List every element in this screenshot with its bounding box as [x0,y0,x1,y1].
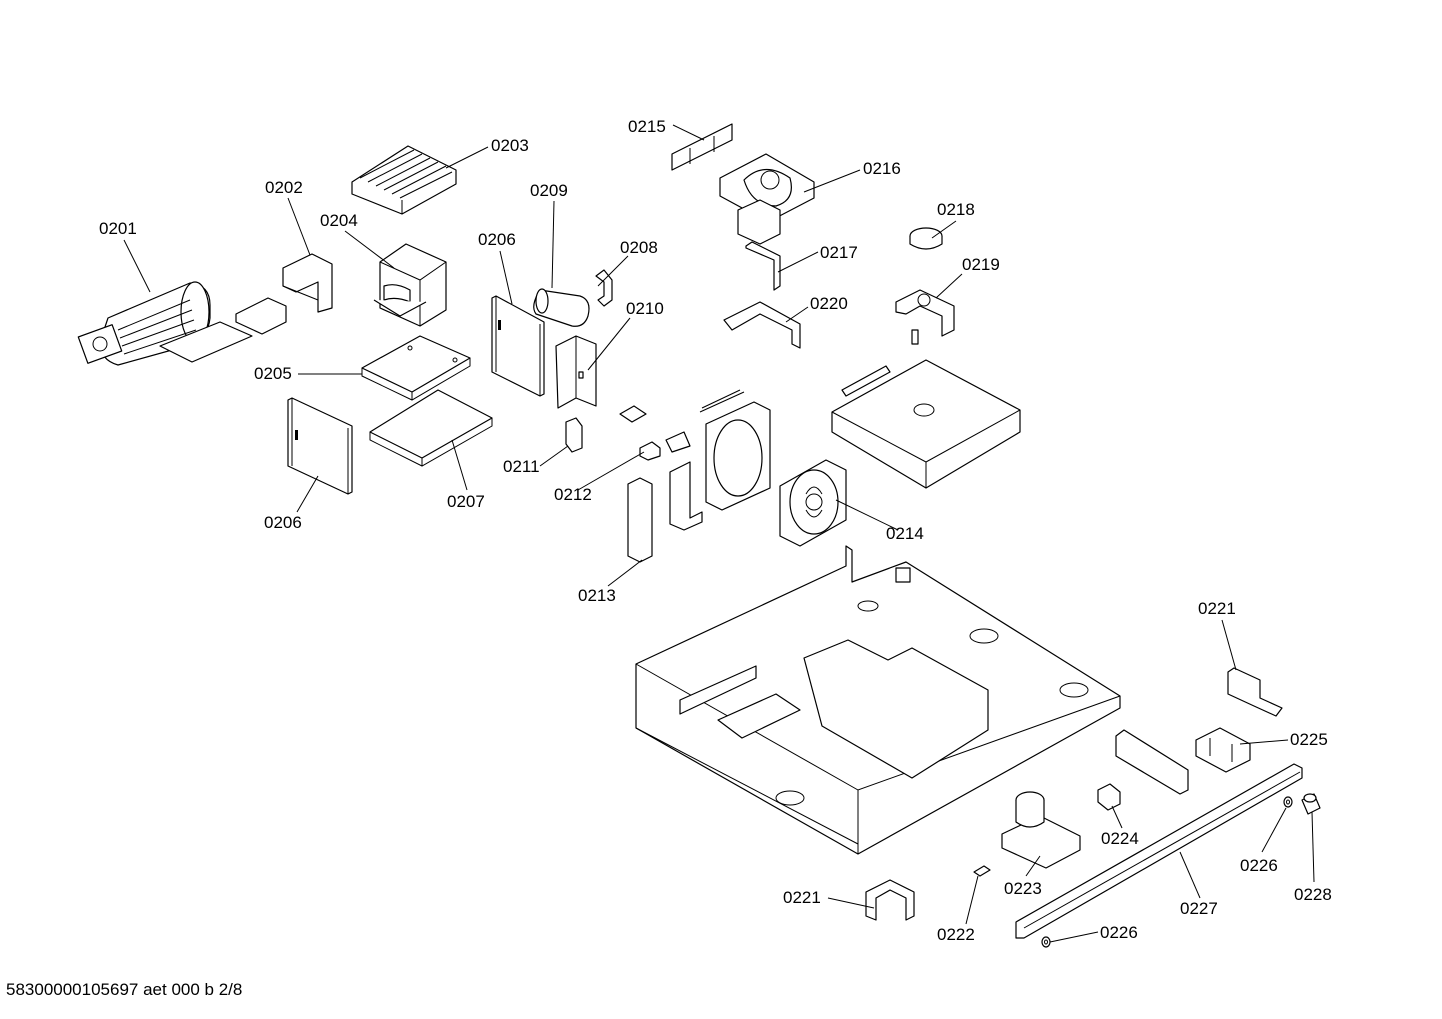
part-0201-tangential-fan [77,281,287,366]
part-0217-bracket [745,241,781,291]
callout-0223: 0223 [1004,879,1042,898]
part-0203-heat-sink [351,145,457,215]
callout-0218: 0218 [937,200,975,219]
part-fan-shroud [699,389,771,511]
callout-0227: 0227 [1180,899,1218,918]
callout-labels: 0201 0202 0203 0204 0205 0206 0206 0207 … [99,117,1332,944]
leader-lines [123,124,1315,943]
part-fan-bracket [669,461,703,531]
part-0226-washer-upper [1283,796,1293,808]
part-0211-switch [565,417,583,453]
part-0219-motor-bracket [895,289,955,345]
part-0226-washer-lower [1041,936,1051,948]
callout-0206-upper: 0206 [478,230,516,249]
part-0221-bracket-upper [1227,667,1283,717]
part-0218-motor [909,227,943,250]
part-0216-blower [719,153,815,245]
part-electronics-housing [831,359,1021,489]
callout-0219: 0219 [962,255,1000,274]
part-0222-clip [973,865,991,877]
callout-0228: 0228 [1294,885,1332,904]
callout-0221-lower: 0221 [783,888,821,907]
part-0206-circuit-board-lower [287,397,353,495]
callout-0207: 0207 [447,492,485,511]
callout-0226-lower: 0226 [1100,923,1138,942]
callout-0220: 0220 [810,294,848,313]
callout-0222: 0222 [937,925,975,944]
part-chassis-base [635,545,1121,855]
part-0209-capacitor [533,288,590,327]
callout-0211: 0211 [503,457,540,476]
callout-0224: 0224 [1101,829,1139,848]
document-code: 58300000105697 aet 000 b 2/8 [6,980,243,999]
part-0208-clamp [595,269,613,307]
callout-0217: 0217 [820,243,858,262]
part-0225-door-lock [1195,727,1251,773]
callout-0202: 0202 [265,178,303,197]
callout-0215: 0215 [628,117,666,136]
part-0202-bracket [282,253,333,313]
callout-0209: 0209 [530,181,568,200]
part-rail-bracket [1115,729,1189,795]
callout-0208: 0208 [620,238,658,257]
part-0221-bracket-lower [865,879,915,921]
callout-0221-upper: 0221 [1198,599,1236,618]
part-0212-connector [619,405,691,461]
part-0207-base-plate [369,389,493,467]
callout-0205: 0205 [254,364,292,383]
part-0224-micro-switch [1097,783,1121,811]
callout-0204: 0204 [320,211,358,230]
callout-0201: 0201 [99,219,137,238]
callout-0213: 0213 [578,586,616,605]
part-0214-axial-fan [779,459,847,547]
callout-0226-upper: 0226 [1240,856,1278,875]
part-0213-insulation-plate [627,477,653,563]
callout-0203: 0203 [491,136,529,155]
part-0220-bracket [723,301,801,349]
callout-0212: 0212 [554,485,592,504]
callout-0214: 0214 [886,524,924,543]
part-0204-transformer [373,243,447,327]
callout-0216: 0216 [863,159,901,178]
part-0205-mounting-plate [361,335,471,401]
part-0227-door-rail [1015,763,1303,939]
part-0223-lock-motor [1001,791,1081,869]
part-0206-circuit-board-upper [491,295,545,397]
part-0210-bracket [555,335,597,409]
callout-0210: 0210 [626,299,664,318]
callout-0206-lower: 0206 [264,513,302,532]
part-0228-roller [1301,793,1321,815]
part-0215-bracket-strip [671,123,733,171]
callout-0225: 0225 [1290,730,1328,749]
